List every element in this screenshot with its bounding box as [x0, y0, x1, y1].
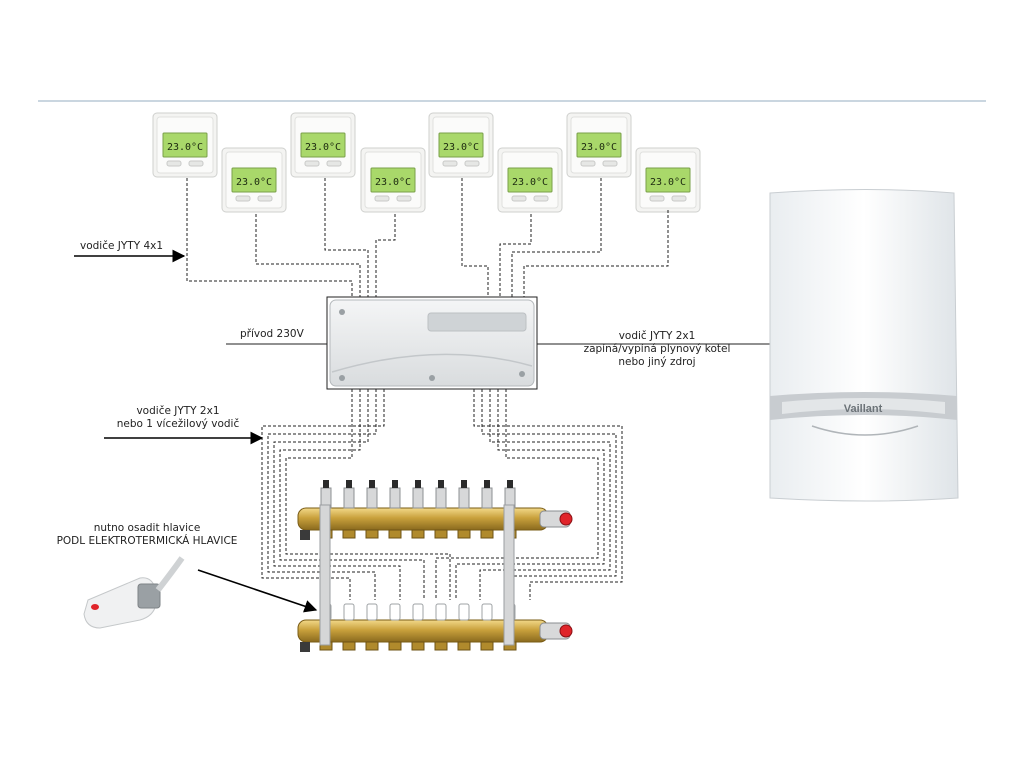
- thermostat-display: 23.0°C: [167, 142, 203, 153]
- thermostat-display: 23.0°C: [650, 177, 686, 188]
- manifold-bar: [297, 480, 573, 540]
- thermostat: 23.0°C: [290, 112, 356, 178]
- thermostat-display: 23.0°C: [305, 142, 341, 153]
- thermostat-display: 23.0°C: [443, 142, 479, 153]
- arrow-actuator: [197, 569, 318, 613]
- boiler: [769, 189, 959, 502]
- thermostat: 23.0°C: [635, 147, 701, 213]
- label-actuator-note: nutno osadit hlavice PODL ELEKTROTERMICK…: [44, 522, 250, 548]
- thermostat-display: 23.0°C: [512, 177, 548, 188]
- thermostat-display: 23.0°C: [236, 177, 272, 188]
- label-boiler-switch: zapíná/vypíná plynový kotel: [583, 343, 731, 355]
- thermostat: 23.0°C: [497, 147, 563, 213]
- label-actuator-wires: vodiče JYTY 2x1 nebo 1 vícežilový vodič: [104, 405, 252, 431]
- label-wires-4x1: vodiče JYTY 4x1: [80, 240, 164, 252]
- label-actuator-type: PODL ELEKTROTERMICKÁ HLAVICE: [56, 535, 238, 547]
- thermostat: 23.0°C: [152, 112, 218, 178]
- actuator-wires: [261, 389, 623, 600]
- thermostat-display: 23.0°C: [581, 142, 617, 153]
- label-wires-2x1: vodiče JYTY 2x1: [136, 405, 220, 417]
- label-boiler-other: nebo jiný zdroj: [618, 356, 696, 368]
- label-wires-multi: nebo 1 vícežilový vodič: [116, 418, 240, 430]
- thermostat: 23.0°C: [360, 147, 426, 213]
- label-power-supply: přívod 230V: [240, 328, 304, 340]
- thermostat-display: 23.0°C: [375, 177, 411, 188]
- label-actuator-required: nutno osadit hlavice: [93, 522, 201, 534]
- label-boiler-wire: vodič JYTY 2x1 zapíná/vypíná plynový kot…: [572, 330, 742, 369]
- thermoelectric-actuator: [83, 556, 185, 629]
- floor-heating-manifold: [297, 480, 573, 652]
- manifold-bracket: [319, 504, 331, 646]
- thermostat: 23.0°C: [428, 112, 494, 178]
- thermostat: 23.0°C: [566, 112, 632, 178]
- manifold-bracket: [503, 504, 515, 646]
- room-thermostats: 23.0°C 23.0°C 23.0°C 23.0°C 23.0°C 23.0°C 23.0…: [152, 112, 701, 213]
- thermostat: 23.0°C: [221, 147, 287, 213]
- manifold-bar: [297, 603, 573, 652]
- thermostat-wires: [186, 178, 669, 298]
- wiring-center-box: [326, 296, 538, 390]
- label-boiler-wire-line1: vodič JYTY 2x1: [618, 330, 696, 342]
- boiler-brand-logo: Vaillant: [844, 403, 883, 415]
